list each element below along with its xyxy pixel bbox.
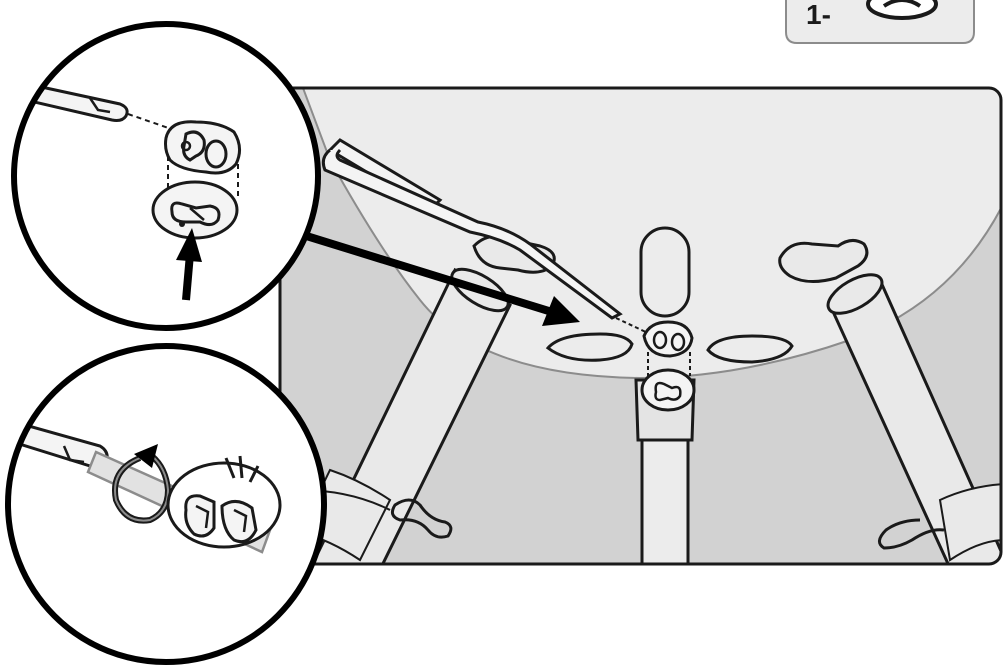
wire-rod xyxy=(321,138,651,335)
main-disc xyxy=(640,368,696,412)
pointer-arrow xyxy=(298,230,580,326)
left-grip xyxy=(545,332,634,362)
step-badge-icon xyxy=(866,0,938,20)
clip-rotate-snap-icon xyxy=(5,343,327,665)
right-strap xyxy=(878,482,1001,562)
frame-assembly-view xyxy=(278,86,1003,566)
right-grip xyxy=(706,334,794,364)
corner-step-badge: 1- xyxy=(785,0,975,44)
main-clip xyxy=(642,320,694,358)
center-slot xyxy=(639,226,691,318)
clip-and-disc-exploded-icon xyxy=(11,21,321,331)
corner-badge-label: 1- xyxy=(806,0,831,30)
